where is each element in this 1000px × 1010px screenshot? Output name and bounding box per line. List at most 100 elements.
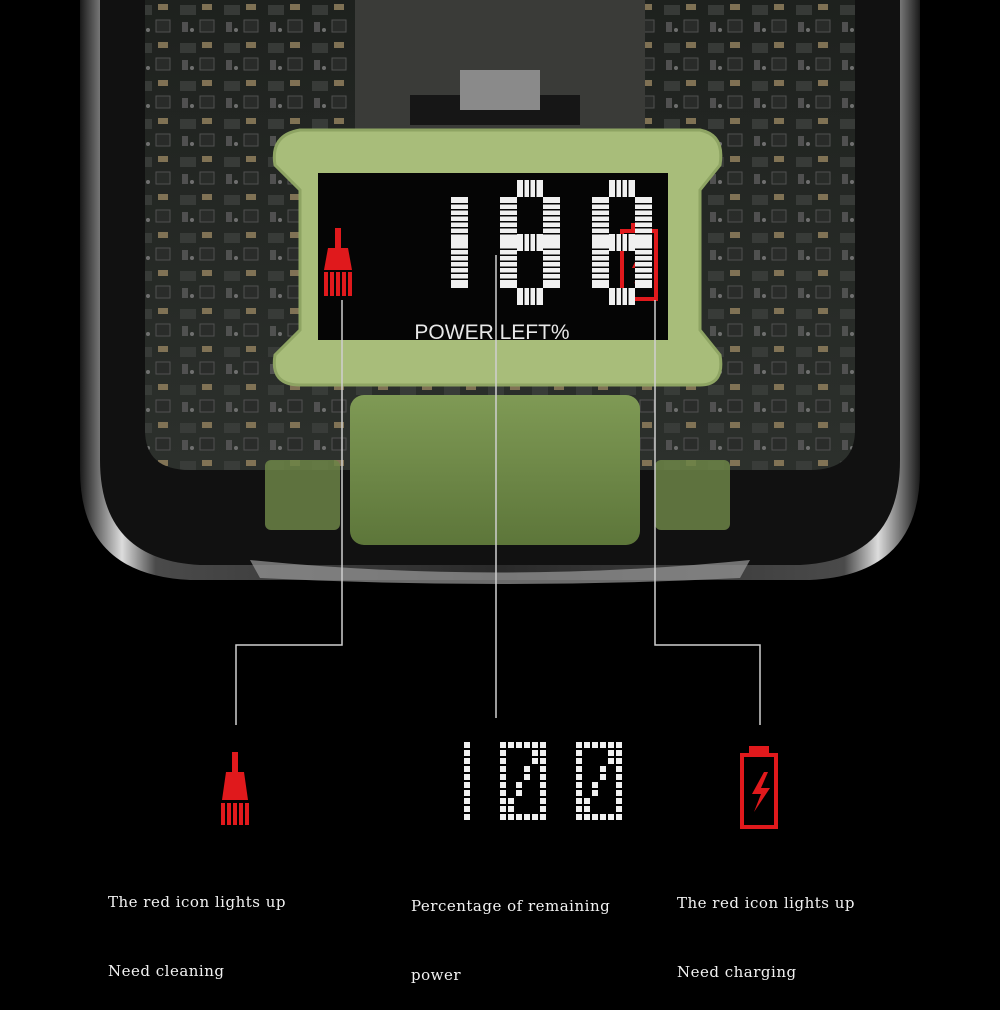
lcd-segment <box>451 197 468 243</box>
legend-percent-digits <box>464 742 622 820</box>
legend-cleaning-caption: The red icon lights up Need cleaning <box>108 845 286 1006</box>
lcd-segment-gap <box>592 221 609 223</box>
lcd-segment-gap <box>615 288 617 305</box>
percent-digit-dot <box>464 774 470 780</box>
lcd-segment-gap <box>500 254 517 256</box>
lcd-segment-gap <box>592 215 609 217</box>
lcd-segment-gap <box>543 260 560 262</box>
percent-digit-dot <box>516 782 522 788</box>
percent-digit-dot <box>592 814 598 820</box>
lcd-segment <box>543 197 560 243</box>
percent-digit-dot <box>576 782 582 788</box>
lcd-segment <box>635 197 652 243</box>
percent-digit-dot <box>616 766 622 772</box>
lcd-segment-gap <box>592 248 609 250</box>
lcd-segment-gap <box>451 248 468 250</box>
lcd-segment-gap <box>543 221 560 223</box>
lcd-segment-gap <box>621 180 623 197</box>
percent-digit-dot <box>584 814 590 820</box>
lcd-segment-gap <box>500 227 517 229</box>
percent-digit-dot <box>540 742 546 748</box>
percent-digit-dot <box>584 798 590 804</box>
percent-digit-dot <box>576 790 582 796</box>
lcd-segment-gap <box>500 215 517 217</box>
percent-digit-dot <box>508 798 514 804</box>
percent-digit-dot <box>508 806 514 812</box>
percent-digit-dot <box>608 758 614 764</box>
lcd-segment-gap <box>529 180 531 197</box>
lcd-segment <box>451 242 468 288</box>
lcd-segment-gap <box>500 233 517 235</box>
legend-charging-caption: The red icon lights up Need charging <box>677 846 855 1007</box>
lcd-segment-gap <box>627 180 629 197</box>
percent-digit-dot <box>464 798 470 804</box>
lcd-segment-gap <box>500 278 517 280</box>
percent-digit-dot <box>524 742 530 748</box>
lcd-segment-gap <box>451 215 468 217</box>
percent-digit-dot <box>576 758 582 764</box>
percent-digit-dot <box>516 742 522 748</box>
lcd-segment-gap <box>500 221 517 223</box>
lcd-segment-gap <box>543 203 560 205</box>
percent-digit-dot <box>576 742 582 748</box>
lcd-power-label: POWER LEFT% <box>414 321 569 344</box>
lcd-segment-gap <box>592 233 609 235</box>
percent-digit-dot <box>508 814 514 820</box>
lcd-segment-gap <box>451 260 468 262</box>
percent-digit-dot <box>592 742 598 748</box>
percent-digit-dot <box>616 742 622 748</box>
percent-digit-dot <box>540 790 546 796</box>
lcd-segment-gap <box>592 278 609 280</box>
percent-digit-dot <box>584 742 590 748</box>
lcd-segment-gap <box>592 203 609 205</box>
percent-digit-dot <box>616 798 622 804</box>
lcd-segment-gap <box>592 266 609 268</box>
percent-digit-dot <box>608 750 614 756</box>
percent-digit-dot <box>576 766 582 772</box>
percent-digit-dot <box>524 774 530 780</box>
percent-digit-dot <box>500 782 506 788</box>
lcd-segment-gap <box>615 180 617 197</box>
percent-digit-dot <box>540 806 546 812</box>
percent-digit-dot <box>516 790 522 796</box>
percent-digit-dot <box>540 798 546 804</box>
percent-digit-dot <box>592 790 598 796</box>
lcd-segment-gap <box>627 234 629 251</box>
percent-digit-dot <box>464 742 470 748</box>
percent-digit-dot <box>584 806 590 812</box>
lcd-segment-gap <box>451 266 468 268</box>
legend-power-line1: Percentage of remaining <box>411 897 611 915</box>
lcd-segment <box>592 242 609 288</box>
percent-digit-dot <box>524 766 530 772</box>
lcd-segment-gap <box>523 288 525 305</box>
lcd-segment-gap <box>500 272 517 274</box>
legend-power-caption: Percentage of remaining power <box>411 849 610 1010</box>
legend-cleaning-line1: The red icon lights up <box>108 893 286 911</box>
legend-cleaning-line2: Need cleaning <box>108 962 225 980</box>
percent-digit-dot <box>500 758 506 764</box>
lcd-segment <box>500 242 517 288</box>
callout-line-battery <box>654 300 761 725</box>
legend-battery-icon <box>740 746 778 829</box>
percent-digit-dot <box>576 798 582 804</box>
percent-digit-dot <box>600 774 606 780</box>
lcd-segment <box>543 242 560 288</box>
percent-digit-dot <box>500 742 506 748</box>
percent-digit-dot <box>532 750 538 756</box>
lcd-segment-gap <box>635 221 652 223</box>
lcd-segment-gap <box>500 248 517 250</box>
lcd-segment-gap <box>500 203 517 205</box>
percent-digit-dot <box>616 806 622 812</box>
lcd-segment-gap <box>592 209 609 211</box>
percent-digit-dot <box>592 782 598 788</box>
lcd-segment-gap <box>451 209 468 211</box>
percent-digit-dot <box>540 758 546 764</box>
percent-digit-dot <box>464 758 470 764</box>
percent-digit-dot <box>500 766 506 772</box>
lcd-segment-gap <box>451 254 468 256</box>
lcd-segment-gap <box>543 266 560 268</box>
lcd-segment-gap <box>592 254 609 256</box>
callout-lines <box>235 255 761 725</box>
percent-digit-dot <box>500 814 506 820</box>
